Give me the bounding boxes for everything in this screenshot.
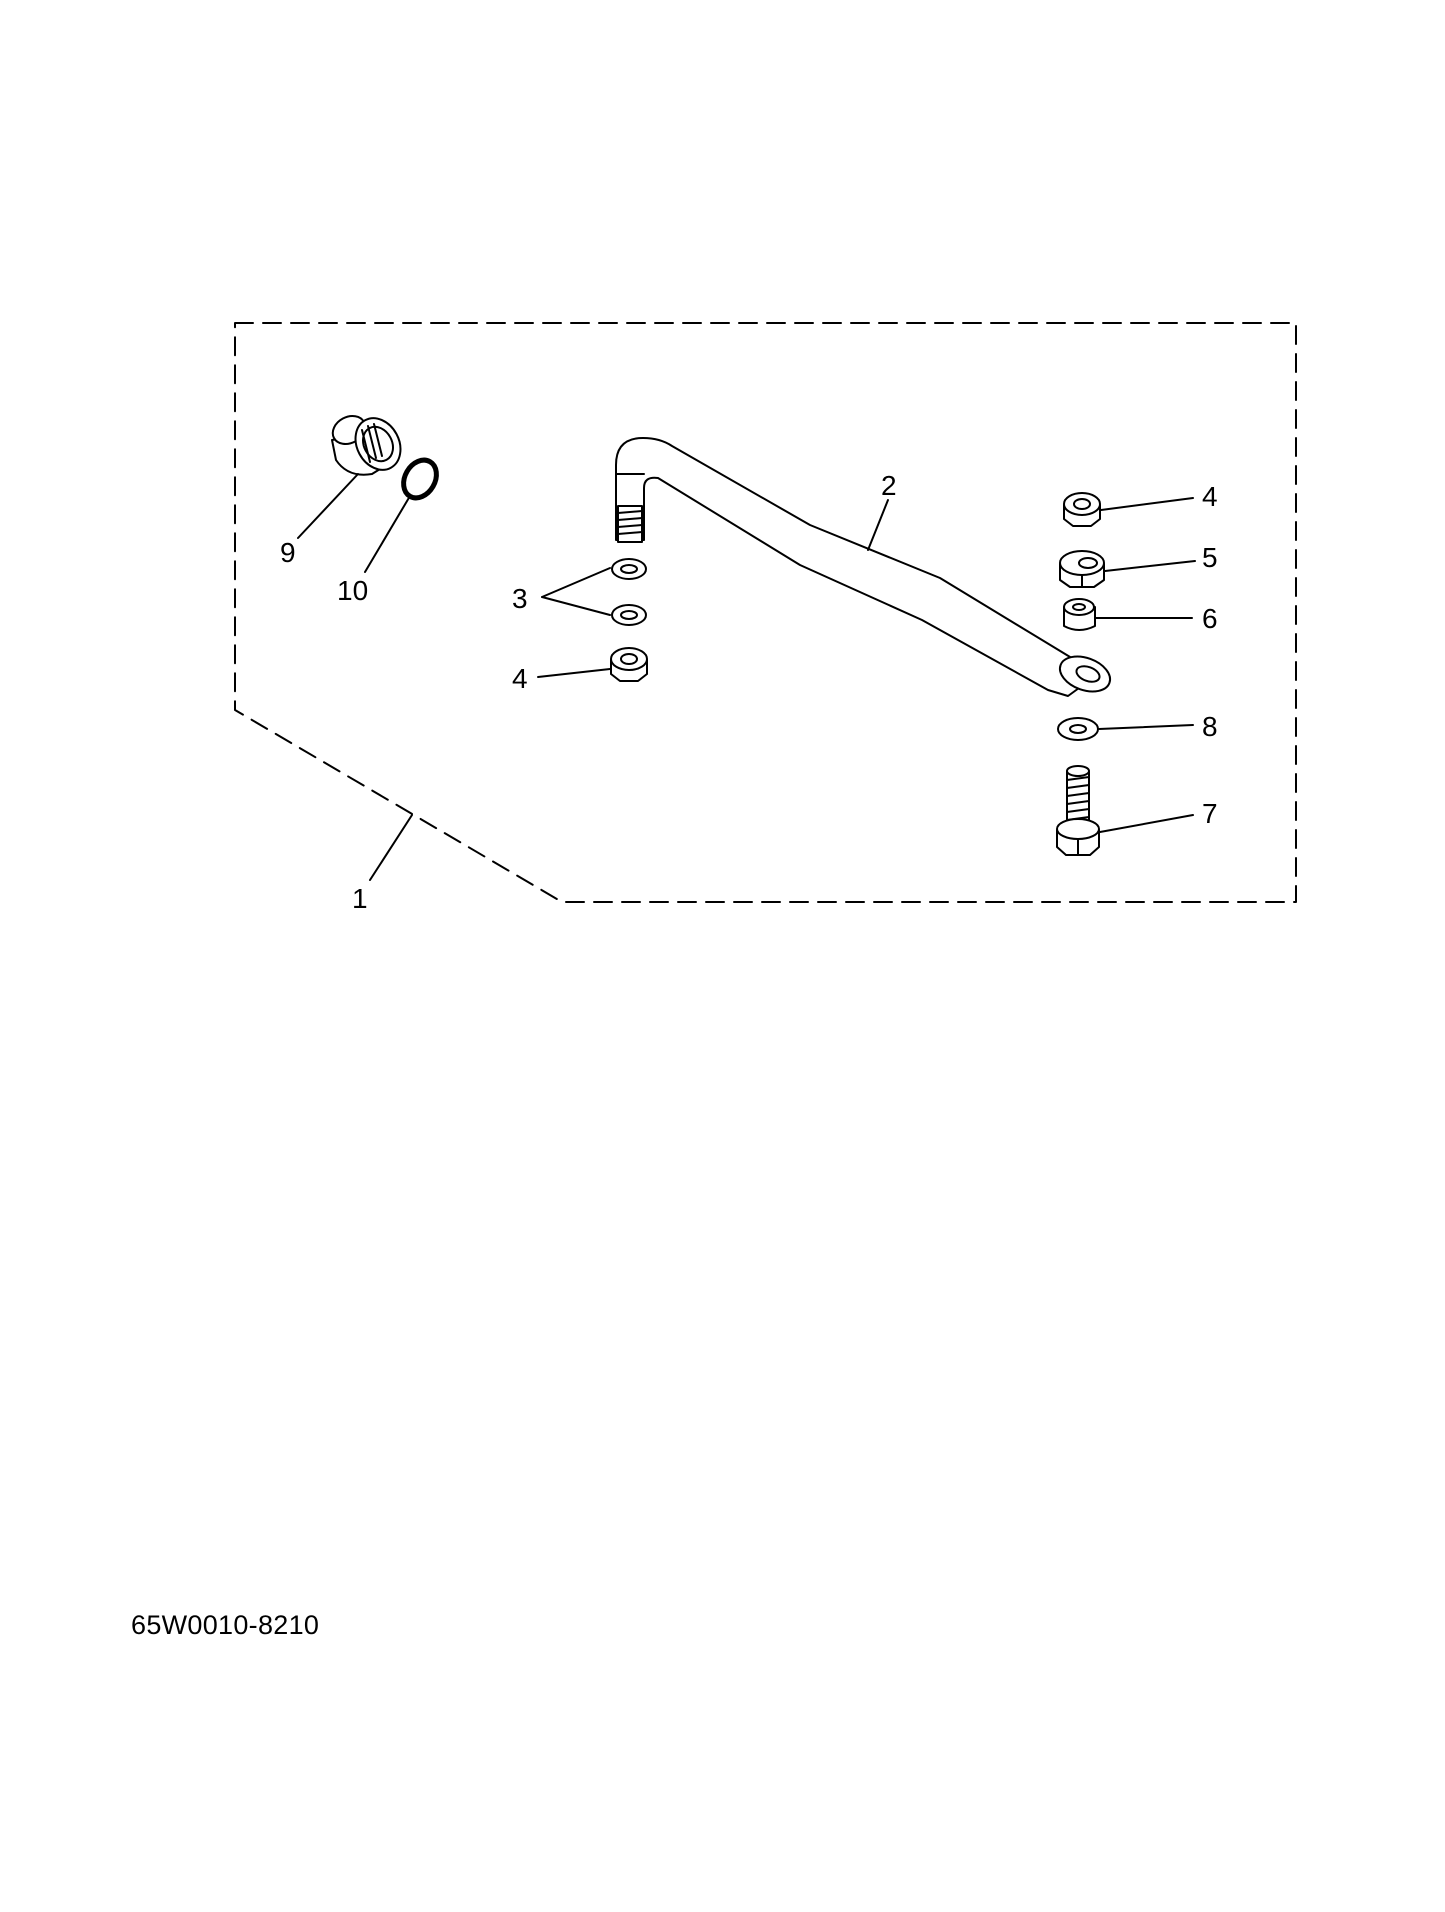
leader-1	[369, 814, 413, 881]
leader-7	[1099, 814, 1194, 833]
callout-1: 1	[352, 883, 368, 914]
diagram-part-code: 65W0010-8210	[131, 1610, 320, 1640]
nylon-nut-left-part	[610, 647, 648, 682]
leader-10	[364, 495, 411, 573]
leader-5	[1104, 560, 1196, 572]
o-ring-part	[401, 457, 439, 501]
callout-5: 5	[1202, 542, 1218, 573]
callout-2: 2	[881, 470, 897, 501]
leader-3a	[541, 567, 611, 598]
bolt-part	[1056, 765, 1100, 856]
steering-rod-part	[615, 437, 1112, 697]
leader-2	[867, 499, 889, 551]
callout-8: 8	[1202, 711, 1218, 742]
hose-nipple-part	[331, 415, 402, 476]
leader-4-right	[1100, 497, 1194, 511]
leader-3b	[541, 596, 611, 616]
leader-4-left	[537, 668, 611, 678]
washer-upper-part	[611, 558, 647, 580]
hex-nut-part	[1059, 550, 1105, 588]
washer-middle-part	[611, 604, 647, 626]
callout-10: 10	[337, 575, 368, 606]
callout-3: 3	[512, 583, 528, 614]
callout-9: 9	[280, 537, 296, 568]
callout-7: 7	[1202, 798, 1218, 829]
callout-4-left: 4	[512, 663, 528, 694]
nylon-nut-right-part	[1063, 492, 1101, 527]
callout-4-right: 4	[1202, 481, 1218, 512]
leader-8	[1098, 724, 1194, 730]
callout-6: 6	[1202, 603, 1218, 634]
collar-part	[1063, 598, 1096, 631]
kit-boundary	[234, 322, 1297, 903]
leader-9	[297, 473, 359, 539]
washer-lower-part	[1057, 717, 1099, 741]
